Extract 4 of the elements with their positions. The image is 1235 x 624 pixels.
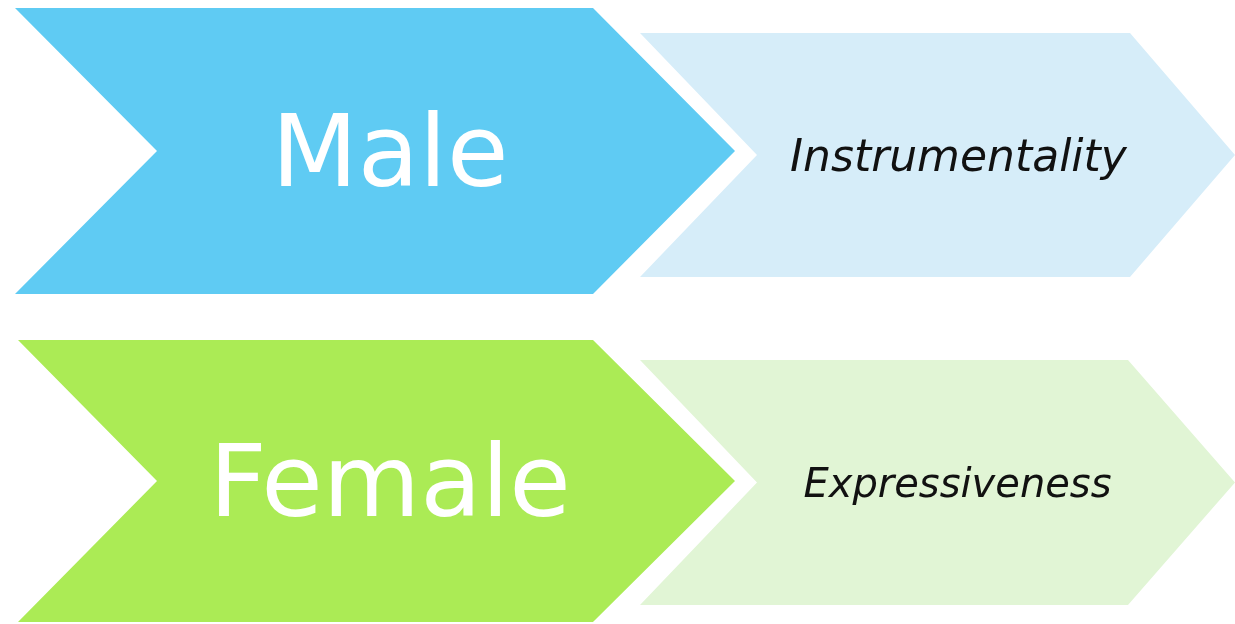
chevron-label: Instrumentality bbox=[790, 129, 1127, 181]
chevron-label: Male bbox=[271, 92, 509, 210]
chevron-label: Expressiveness bbox=[803, 459, 1112, 506]
chevron-label: Female bbox=[209, 422, 571, 540]
